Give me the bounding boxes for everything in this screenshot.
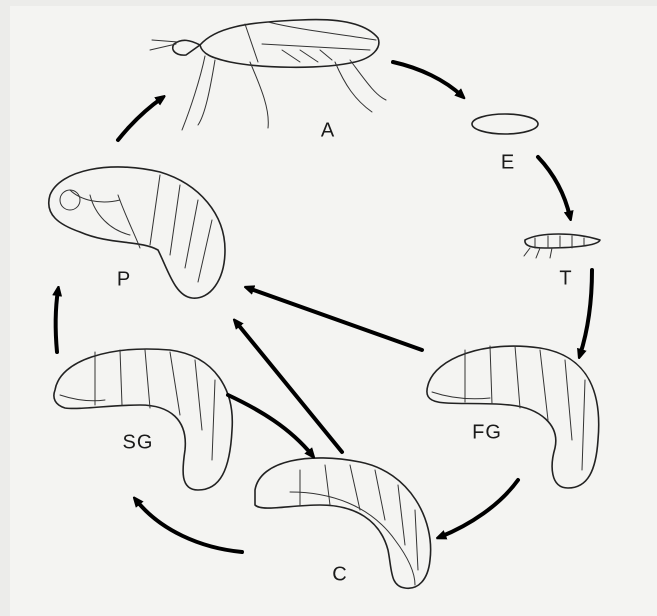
- stage-label-first-grub: FG: [472, 422, 502, 445]
- arrow-fg-to-c: [440, 480, 518, 537]
- egg-illustration: [472, 114, 538, 134]
- arrow-p-to-a: [118, 98, 162, 140]
- arrow-sg-to-c: [228, 395, 312, 455]
- arrow-a-to-e: [393, 62, 462, 96]
- adult-beetle-illustration: [150, 20, 386, 130]
- stage-label-egg: E: [501, 152, 515, 175]
- stage-label-pupa: P: [117, 269, 131, 292]
- stage-label-second-grub: SG: [123, 432, 154, 455]
- stage-label-triungulin: T: [559, 268, 572, 291]
- arrow-t-to-fg: [580, 270, 592, 355]
- first-grub-illustration: [427, 346, 599, 488]
- pupa-illustration: [49, 167, 225, 298]
- stage-label-adult: A: [321, 120, 335, 143]
- arrow-e-to-t: [538, 157, 570, 217]
- arrow-fg-to-p: [248, 288, 422, 350]
- arrow-sg-to-p: [56, 290, 58, 352]
- triungulin-illustration: [524, 234, 600, 258]
- arrow-c-to-sg: [136, 500, 242, 552]
- stage-label-coarctate: C: [332, 564, 347, 587]
- second-grub-illustration: [54, 349, 232, 490]
